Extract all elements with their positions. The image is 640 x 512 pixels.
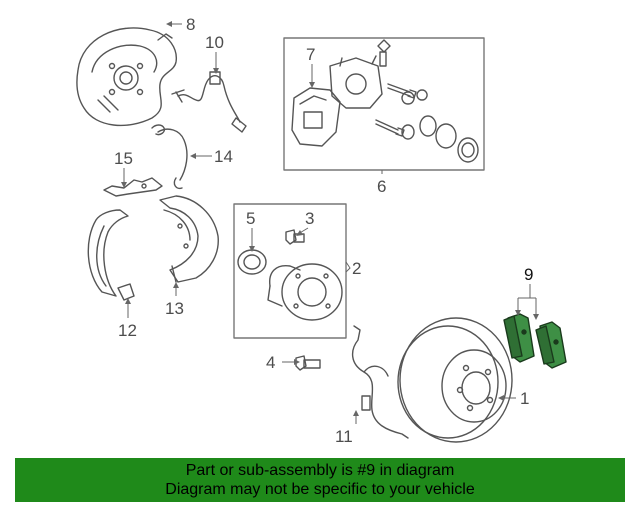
callout-10: 10 (205, 33, 224, 52)
callout-12: 12 (118, 321, 137, 340)
caliper-bolts[interactable] (375, 39, 428, 137)
brake-pads-part-9[interactable] (503, 313, 567, 369)
banner-line-part-number: Part or sub-assembly is #9 in diagram (185, 462, 455, 479)
brake-shoe-part-12[interactable] (87, 209, 135, 301)
caliper-body[interactable] (329, 55, 383, 109)
callout-14: 14 (214, 147, 233, 166)
callout-9: 9 (524, 265, 533, 284)
brake-hose-part-10[interactable] (171, 71, 247, 133)
hub-assembly[interactable] (267, 263, 343, 321)
parts-diagram: 8 10 14 15 7 6 5 3 2 4 1 9 12 13 11 (76, 15, 567, 446)
caliper-group-box (283, 37, 485, 171)
hub-group-box (233, 203, 347, 339)
bolt-part-4[interactable] (295, 355, 321, 371)
callout-8: 8 (186, 15, 195, 34)
banner-line-disclaimer: Diagram may not be specific to your vehi… (165, 481, 475, 498)
info-banner: Part or sub-assembly is #9 in diagram Di… (15, 458, 625, 502)
abs-sensor-part-11[interactable] (351, 325, 409, 439)
callout-5: 5 (246, 209, 255, 228)
callout-3: 3 (305, 209, 314, 228)
arrowheads (121, 21, 539, 416)
backing-plate-part-8[interactable] (76, 27, 177, 127)
callout-13: 13 (165, 299, 184, 318)
callout-15: 15 (114, 149, 133, 168)
caliper-bracket-part-7[interactable] (291, 87, 341, 147)
piston-and-seals[interactable] (401, 115, 479, 163)
callout-6: 6 (377, 177, 386, 196)
callout-7: 7 (306, 45, 315, 64)
spring-part-14[interactable] (151, 124, 188, 190)
callout-4: 4 (266, 353, 275, 372)
bearing-part-5[interactable] (237, 249, 267, 275)
rotor-part-1[interactable] (397, 317, 513, 443)
callout-11: 11 (335, 427, 353, 446)
callout-1: 1 (520, 389, 529, 408)
brake-shoe-part-13[interactable] (159, 195, 219, 283)
callout-2: 2 (352, 259, 361, 278)
adjuster-part-15[interactable] (103, 177, 163, 197)
